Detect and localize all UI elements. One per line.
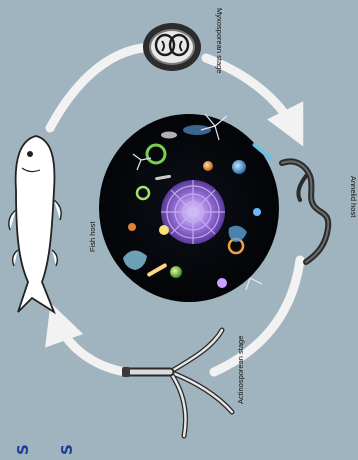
radiolarian (161, 180, 225, 244)
label-annelid-host: Annelid host (349, 176, 358, 217)
label-myxosporean-stage: Myxosporean stage (215, 8, 224, 73)
fish-icon (9, 136, 61, 312)
actinospore-icon (122, 330, 232, 436)
plankton-micrograph (99, 114, 279, 302)
arrow-actinospore-to-fish (56, 318, 125, 372)
annelid-worm-icon (282, 161, 328, 262)
label-actinosporean-stage: Actinosporean stage (236, 336, 245, 404)
edge-glyph-2: S (58, 444, 76, 455)
myxospore-icon (143, 23, 201, 71)
arrow-fish-to-myxospore (50, 48, 142, 128)
label-fish-host: Fish host (88, 222, 97, 252)
edge-glyph-1: S (14, 444, 32, 455)
